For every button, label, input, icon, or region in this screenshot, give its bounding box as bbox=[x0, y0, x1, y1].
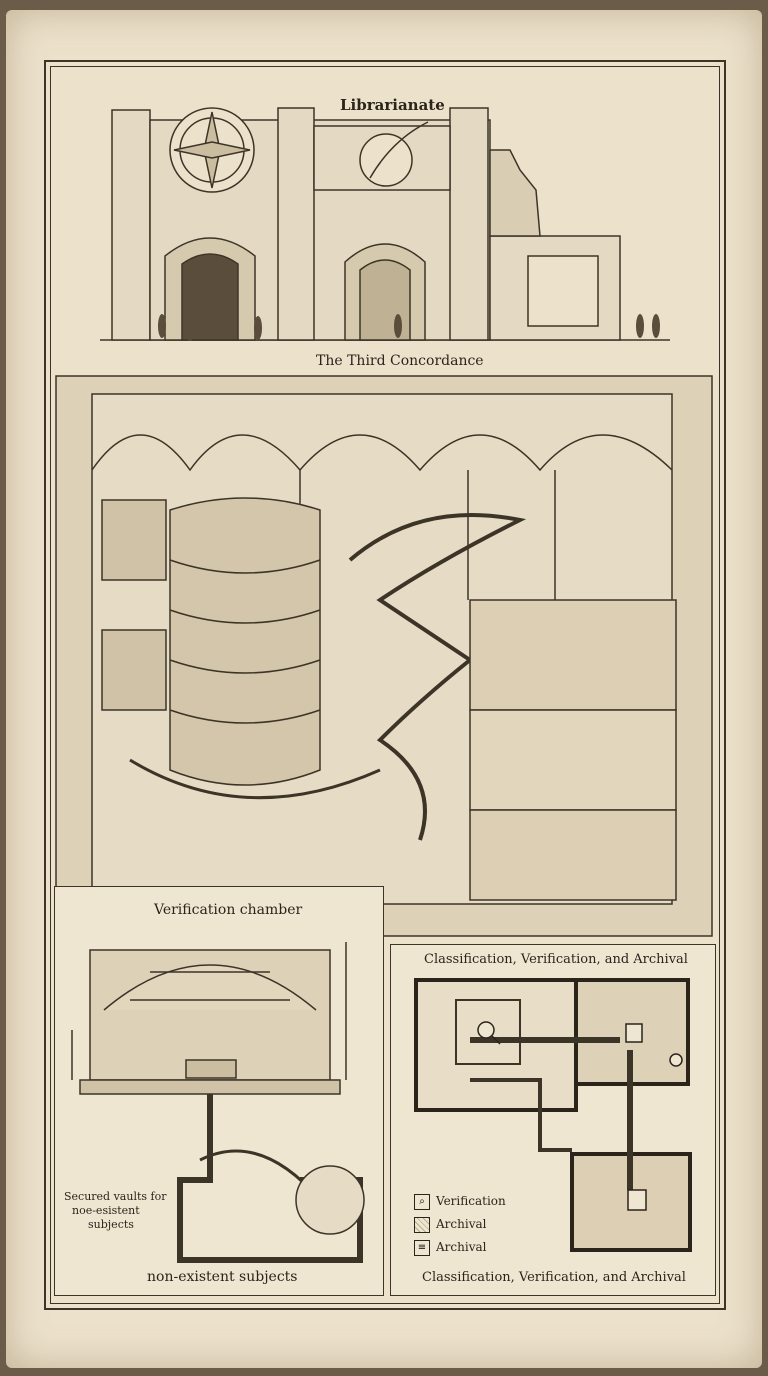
facade-title: Librarianate bbox=[340, 96, 445, 114]
archive-scroll-icon bbox=[414, 1217, 430, 1233]
legend-label: Archival bbox=[436, 1217, 487, 1231]
floorplan-title: Classification, Verification, and Archiv… bbox=[424, 952, 688, 967]
verification-note-line3: subjects bbox=[88, 1218, 134, 1231]
legend-label: Verification bbox=[436, 1194, 506, 1208]
verification-note-line2: noe-esistent bbox=[72, 1204, 140, 1217]
facade-caption: The Third Concordance bbox=[316, 353, 484, 369]
magnifier-icon: ⌕ bbox=[414, 1194, 430, 1210]
verification-panel bbox=[54, 886, 384, 1296]
verification-title: Verification chamber bbox=[154, 902, 303, 918]
legend-label: Archival bbox=[436, 1240, 487, 1254]
outer-frame bbox=[44, 60, 726, 1310]
legend-item-verification: ⌕ Verification bbox=[414, 1194, 534, 1212]
floorplan-caption: Classification, Verification, and Archiv… bbox=[422, 1270, 686, 1285]
verification-note-line1: Secured vaults for bbox=[64, 1190, 167, 1203]
inner-frame bbox=[50, 66, 720, 1304]
verification-caption: non-existent subjects bbox=[147, 1269, 298, 1285]
legend-item-archival-scroll: ≡ Archival bbox=[414, 1240, 534, 1258]
scroll-icon: ≡ bbox=[414, 1240, 430, 1256]
legend-item-archival: Archival bbox=[414, 1217, 534, 1235]
